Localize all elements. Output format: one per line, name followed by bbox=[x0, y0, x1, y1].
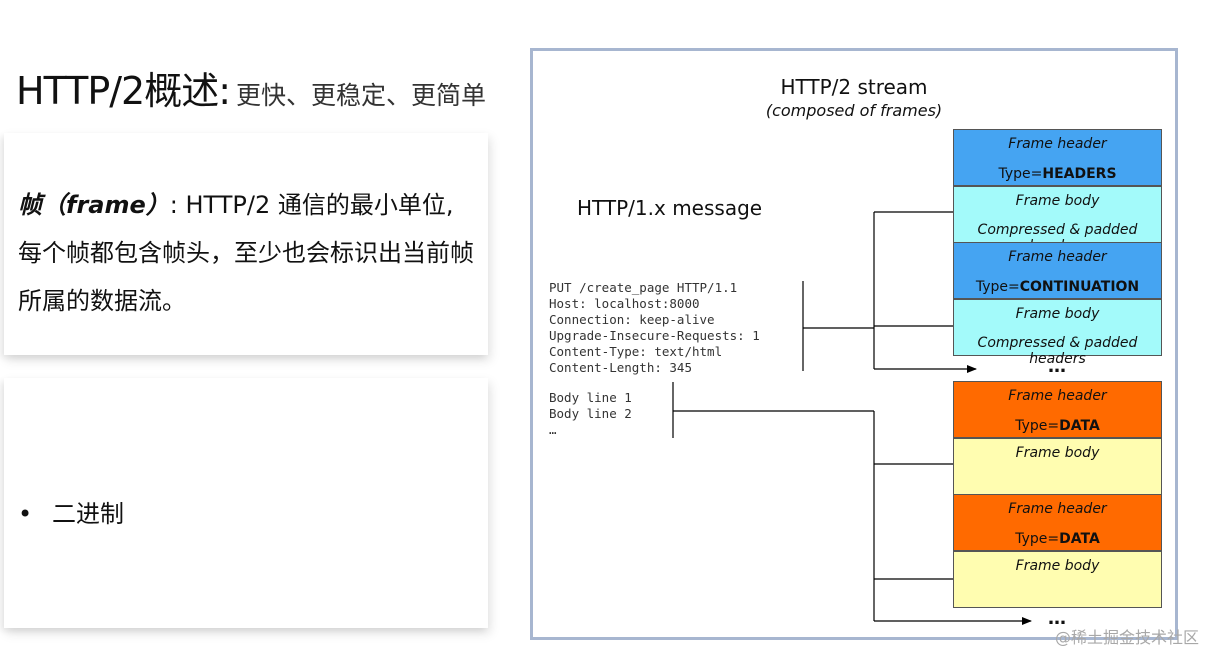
frame-continuation-header: Frame header Type=CONTINUATION bbox=[953, 242, 1162, 299]
http1-body-code: Body line 1 Body line 2 … bbox=[549, 390, 632, 437]
frame-data-body-1: Frame body bbox=[953, 438, 1162, 495]
page-title: HTTP/2概述:更快、更稳定、更简单 bbox=[16, 60, 486, 115]
title-subtitle: 更快、更稳定、更简单 bbox=[236, 81, 487, 110]
bullet-icon: • bbox=[18, 500, 33, 528]
ellipsis-headers: … bbox=[1048, 356, 1066, 377]
stream-title: HTTP/2 stream bbox=[780, 75, 928, 99]
frame-type: Type=DATA bbox=[1015, 531, 1100, 547]
frame-type: Type=HEADERS bbox=[998, 166, 1117, 182]
stream-subtitle: (composed of frames) bbox=[765, 101, 943, 120]
frame-definition-text: 帧（frame）: HTTP/2 通信的最小单位, 每个帧都包含帧头，至少也会标… bbox=[18, 181, 480, 325]
ellipsis-data: … bbox=[1048, 608, 1066, 629]
list-item: • 二进制 bbox=[18, 494, 124, 529]
frame-definition: : HTTP/2 通信的最小单位, 每个帧都包含帧头，至少也会标识出当前帧所属的… bbox=[18, 191, 474, 315]
frame-label: Frame header bbox=[1008, 136, 1107, 152]
title-main: HTTP/2概述: bbox=[16, 69, 231, 113]
http1-headers-code: PUT /create_page HTTP/1.1 Host: localhos… bbox=[549, 280, 760, 375]
frame-label: Frame header bbox=[1008, 249, 1107, 265]
frame-data-header-1: Frame header Type=DATA bbox=[953, 381, 1162, 438]
frame-label: Frame header bbox=[1008, 501, 1107, 517]
frame-continuation-body: Frame body Compressed & padded headers bbox=[953, 299, 1162, 367]
frame-data-body-2: Frame body bbox=[953, 551, 1162, 608]
http2-stream-diagram: HTTP/2 stream (composed of frames) HTTP/… bbox=[530, 48, 1178, 640]
frame-label: Frame body bbox=[1015, 445, 1100, 461]
frame-headers-header: Frame header Type=HEADERS bbox=[953, 129, 1162, 186]
frame-type: Type=CONTINUATION bbox=[975, 279, 1140, 295]
frame-definition-card: 帧（frame）: HTTP/2 通信的最小单位, 每个帧都包含帧头，至少也会标… bbox=[4, 133, 488, 355]
frame-type: Type=DATA bbox=[1015, 418, 1100, 434]
features-card: • 二进制 bbox=[4, 378, 488, 628]
message-title: HTTP/1.x message bbox=[577, 196, 763, 220]
frame-term: 帧（frame） bbox=[18, 191, 170, 219]
frame-headers-body: Frame body Compressed & padded headers bbox=[953, 186, 1162, 254]
list-item-label: 二进制 bbox=[52, 500, 124, 528]
frame-label: Frame body bbox=[1015, 558, 1100, 574]
frame-detail: Compressed & padded headers bbox=[977, 335, 1138, 367]
frame-label: Frame body bbox=[1015, 306, 1100, 322]
frame-label: Frame body bbox=[1015, 193, 1100, 209]
frame-data-header-2: Frame header Type=DATA bbox=[953, 494, 1162, 551]
frame-label: Frame header bbox=[1008, 388, 1107, 404]
watermark: @稀土掘金技术社区 bbox=[1054, 628, 1199, 647]
